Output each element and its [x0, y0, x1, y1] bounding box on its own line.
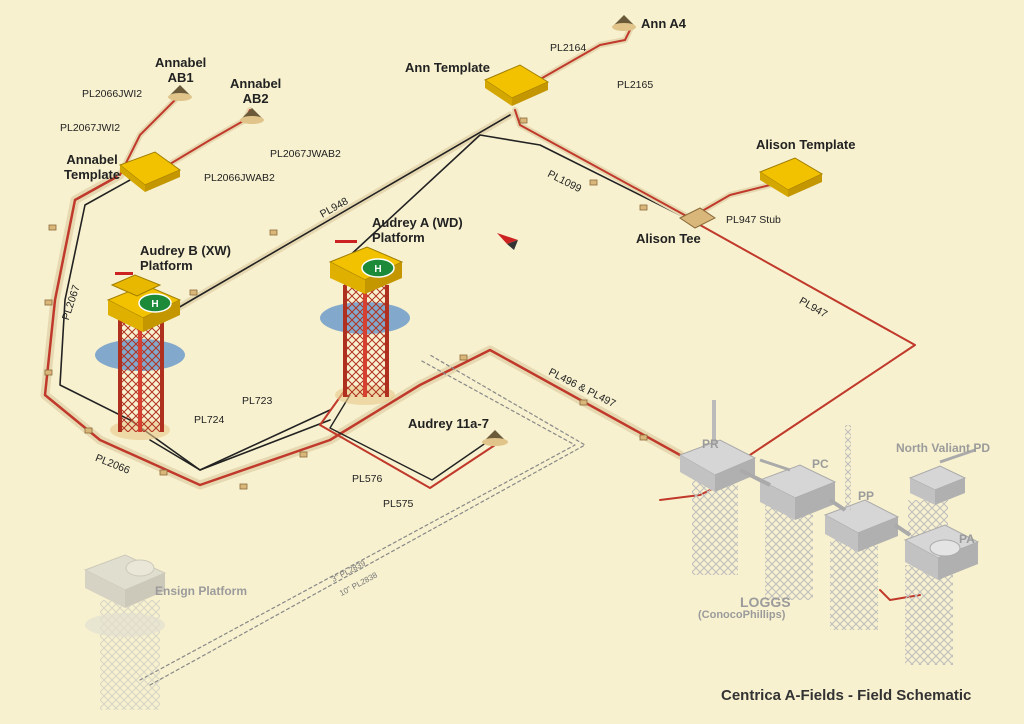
label-pl2067jwab2: PL2067JWAB2 — [270, 148, 341, 160]
annabel-ab1-wellhead — [168, 85, 192, 101]
pipeline-pl575 — [319, 389, 496, 489]
label-pl2164: PL2164 — [550, 42, 587, 54]
ann-template — [483, 64, 550, 106]
label-pl575: PL575 — [383, 498, 414, 510]
audrey-a-platform: H — [320, 240, 410, 405]
annabel-ab2-wellhead — [240, 108, 264, 124]
north-arrow-icon — [497, 233, 518, 250]
label-pa: PA — [959, 532, 975, 546]
label-pr: PR — [702, 437, 719, 451]
alison-tee — [679, 207, 716, 229]
label-pl2165: PL2165 — [617, 79, 654, 91]
svg-text:H: H — [374, 264, 381, 275]
label-pp: PP — [858, 489, 875, 503]
audrey-11a7-wellhead — [482, 430, 508, 446]
pipeline-pl724 — [149, 409, 331, 471]
label-audrey-b: Audrey B (XW) Platform — [140, 243, 231, 273]
label-alison-template: Alison Template — [756, 137, 856, 152]
svg-text:H: H — [151, 299, 158, 310]
label-audrey-11a7: Audrey 11a-7 — [408, 416, 489, 431]
label-north-valiant: North Valiant PD — [896, 441, 991, 455]
ann-a4-wellhead — [612, 15, 636, 31]
label-ann-a4: Ann A4 — [641, 16, 687, 31]
label-pc: PC — [812, 457, 829, 471]
label-pl2067jwi2: PL2067JWI2 — [60, 122, 121, 134]
label-pl723: PL723 — [242, 395, 273, 407]
alison-template — [758, 157, 824, 197]
annabel-template — [118, 151, 182, 192]
diagram-title: Centrica A-Fields - Field Schematic — [721, 687, 972, 704]
label-loggs-operator: (ConocoPhillips) — [698, 609, 786, 621]
label-audrey-a: Audrey A (WD) Platform — [372, 215, 463, 245]
label-ann-template: Ann Template — [405, 60, 490, 75]
label-loggs: LOGGS — [740, 594, 791, 610]
label-annabel-ab2: Annabel AB2 — [230, 76, 282, 106]
pipeline-pl947 — [699, 224, 916, 456]
pipeline-pl2067 — [59, 179, 331, 471]
ensign-platform — [83, 554, 167, 710]
label-pl576: PL576 — [352, 473, 383, 485]
label-annabel-template: Annabel Template — [64, 152, 121, 182]
label-pl2066jwi2: PL2066JWI2 — [82, 88, 143, 100]
pipeline-pl2838 — [139, 359, 576, 681]
label-pl947-stub: PL947 Stub — [726, 214, 781, 226]
label-annabel-ab1: Annabel AB1 — [155, 55, 207, 85]
audrey-b-platform: H — [95, 272, 185, 440]
label-alison-tee: Alison Tee — [636, 231, 701, 246]
label-pl2066jwab2: PL2066JWAB2 — [204, 172, 275, 184]
label-ensign: Ensign Platform — [155, 584, 248, 598]
loggs-complex — [678, 400, 980, 665]
label-pl724: PL724 — [194, 414, 225, 426]
